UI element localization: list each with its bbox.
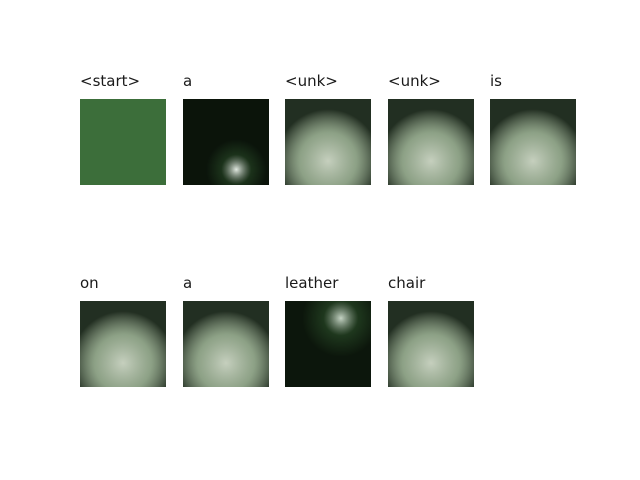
token-label: <start> — [80, 72, 141, 90]
attention-map-image — [80, 99, 166, 185]
attention-map-image — [285, 301, 371, 387]
attention-panel: <unk> — [388, 72, 474, 185]
attention-panel: a — [183, 72, 269, 185]
attention-panel: is — [490, 72, 576, 185]
attention-map-image — [285, 99, 371, 185]
attention-panel: <unk> — [285, 72, 371, 185]
attention-panel: <start> — [80, 72, 166, 185]
attention-map-image — [490, 99, 576, 185]
token-label: is — [490, 72, 502, 90]
token-label: leather — [285, 274, 339, 292]
token-label: <unk> — [285, 72, 338, 90]
attention-map-image — [388, 99, 474, 185]
token-label: a — [183, 72, 193, 90]
token-label: <unk> — [388, 72, 441, 90]
attention-panel: chair — [388, 274, 474, 387]
attention-panel: leather — [285, 274, 371, 387]
attention-map-image — [183, 99, 269, 185]
token-label: chair — [388, 274, 426, 292]
token-label: on — [80, 274, 99, 292]
attention-map-image — [388, 301, 474, 387]
attention-map-image — [183, 301, 269, 387]
attention-panel: on — [80, 274, 166, 387]
attention-panel: a — [183, 274, 269, 387]
token-label: a — [183, 274, 193, 292]
attention-map-image — [80, 301, 166, 387]
